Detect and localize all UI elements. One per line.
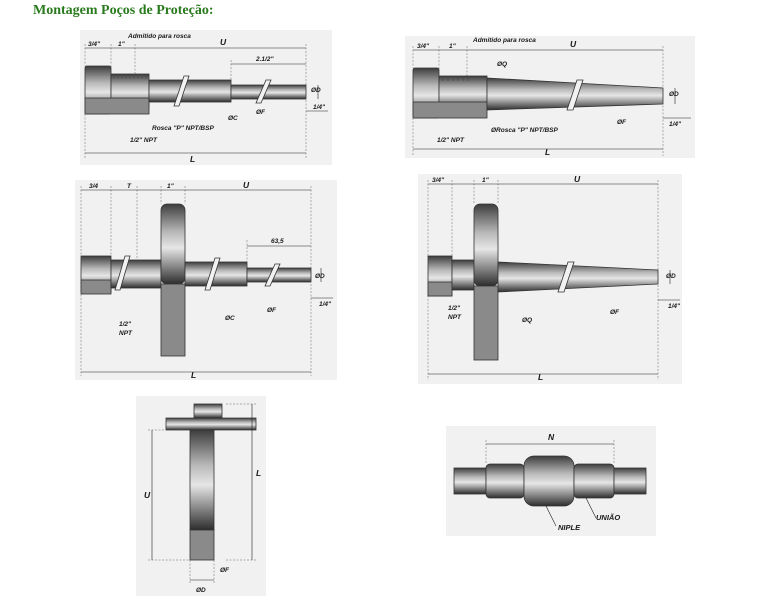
break-mark xyxy=(264,263,281,287)
dim-3-4: 3/4" xyxy=(417,43,430,50)
dim-l: L xyxy=(538,372,543,382)
break-mark xyxy=(566,79,584,111)
union-nut xyxy=(523,455,575,507)
dim-1: 1" xyxy=(482,177,490,184)
nipple-left xyxy=(485,463,525,499)
dim-od: ØD xyxy=(315,273,325,280)
dim-l: L xyxy=(190,154,195,164)
dim-1: 1" xyxy=(449,43,457,50)
dim-l: L xyxy=(545,147,550,157)
break-mark xyxy=(255,79,272,104)
stem-tip xyxy=(230,84,307,100)
dim-u: U xyxy=(220,37,227,47)
dim-od: ØD xyxy=(196,587,206,594)
label-admitido: Admitido para rosca xyxy=(472,37,536,44)
flange-upper xyxy=(160,203,186,285)
section-view xyxy=(412,101,488,119)
panel-flanged-well-tapered: 3/4" 1" U ØD 1/4" 1/2" NPT ØQ ØF L xyxy=(418,174,682,384)
dim-oc: ØC xyxy=(228,115,238,122)
nipple-right xyxy=(573,463,615,499)
panel-threaded-well-stepped: 3/4" 1" Admitido para rosca U 2.1/2" ØD … xyxy=(80,30,332,165)
dim-n: N xyxy=(548,432,555,442)
panel-sanitary-well: U L ØD ØF xyxy=(136,396,266,596)
page-title: Montagem Poços de Proteção: xyxy=(33,3,214,18)
tapered-stem xyxy=(497,261,659,293)
flanged-well-stepped-drawing: 3/4 T 1" U 63,5 ØD 1/4" 1/2" NPT ØC ØF L xyxy=(80,180,333,380)
dim-od: ØD xyxy=(311,87,321,94)
clamp-flange xyxy=(165,417,257,431)
union-nipple-drawing: N UNIÃO NIPLE xyxy=(453,432,647,532)
break-mark xyxy=(557,261,575,293)
label-rosca: Rosca "P" NPT/BSP xyxy=(152,125,214,132)
dim-1-4: 1/4" xyxy=(669,121,682,128)
top-collar xyxy=(193,403,223,419)
label-npt: NPT xyxy=(448,314,462,321)
dim-l: L xyxy=(191,370,196,380)
dim-1: 1" xyxy=(118,41,126,48)
dim-1-4: 1/4" xyxy=(668,303,681,310)
label-uniao: UNIÃO xyxy=(596,513,620,522)
dim-of: ØF xyxy=(267,307,277,314)
dim-3-4: 3/4 xyxy=(89,183,98,190)
tip-section xyxy=(189,529,215,561)
nipple-section xyxy=(80,279,112,295)
dim-l: L xyxy=(256,468,261,478)
dim-63-5: 63,5 xyxy=(271,238,284,245)
dim-3-4: 3/4" xyxy=(432,177,445,184)
dim-od: ØD xyxy=(669,91,679,98)
flange-lower-section xyxy=(473,285,499,361)
label-niple: NIPLE xyxy=(558,523,581,532)
dim-u: U xyxy=(574,174,581,184)
nipple-section xyxy=(427,281,453,297)
dim-of: ØF xyxy=(220,567,230,574)
label-npt: NPT xyxy=(119,330,133,337)
dim-oq: ØQ xyxy=(522,317,532,324)
dim-oq: ØQ xyxy=(497,61,507,68)
label-admitido: Admitido para rosca xyxy=(127,33,191,40)
panel-threaded-well-tapered: 3/4" 1" Admitido para rosca U ØQ ØD 1/4"… xyxy=(405,36,695,158)
well-tube xyxy=(189,429,215,531)
threaded-well-tapered-drawing: 3/4" 1" Admitido para rosca U ØQ ØD 1/4"… xyxy=(412,37,691,157)
flange-lower-section xyxy=(160,283,186,357)
dim-t: T xyxy=(127,183,132,190)
dim-of: ØF xyxy=(256,109,266,116)
dim-1-4: 1/4" xyxy=(313,104,326,111)
label-npt: 1/2" NPT xyxy=(437,137,465,144)
dim-u: U xyxy=(570,39,577,49)
break-mark xyxy=(173,75,190,107)
panel-union-nipple: N UNIÃO NIPLE xyxy=(446,426,656,536)
section-view xyxy=(84,97,150,115)
flange-upper xyxy=(473,203,499,287)
dim-of: ØF xyxy=(617,119,627,126)
dim-1-4: 1/4" xyxy=(319,301,332,308)
dim-2-1-2: 2.1/2" xyxy=(255,56,274,63)
dim-od: ØD xyxy=(666,273,676,280)
break-mark xyxy=(114,255,131,291)
dim-u: U xyxy=(243,180,250,190)
stem-body xyxy=(148,79,232,103)
dim-3-4: 3/4" xyxy=(88,41,101,48)
label-npt: 1/2" NPT xyxy=(130,137,158,144)
nipple-thread-left xyxy=(453,467,487,495)
panel-flanged-well-stepped: 3/4 T 1" U 63,5 ØD 1/4" 1/2" NPT ØC ØF L xyxy=(75,180,337,380)
extension-tube xyxy=(451,259,475,291)
dim-of: ØF xyxy=(610,309,620,316)
flanged-well-tapered-drawing: 3/4" 1" U ØD 1/4" 1/2" NPT ØQ ØF L xyxy=(427,174,681,382)
dim-oc: ØC xyxy=(225,315,235,322)
label-rosca: ØRosca "P" NPT/BSP xyxy=(491,127,559,134)
sanitary-well-drawing: U L ØD ØF xyxy=(144,403,261,594)
label-npt-size: 1/2" xyxy=(119,321,132,328)
nipple-thread-right xyxy=(613,467,647,495)
threaded-well-stepped-drawing: 3/4" 1" Admitido para rosca U 2.1/2" ØD … xyxy=(84,33,328,164)
label-npt-size: 1/2" xyxy=(448,305,461,312)
dim-u: U xyxy=(144,490,151,500)
stem-tip xyxy=(246,267,312,283)
break-mark xyxy=(204,257,221,291)
dim-1: 1" xyxy=(167,183,175,190)
